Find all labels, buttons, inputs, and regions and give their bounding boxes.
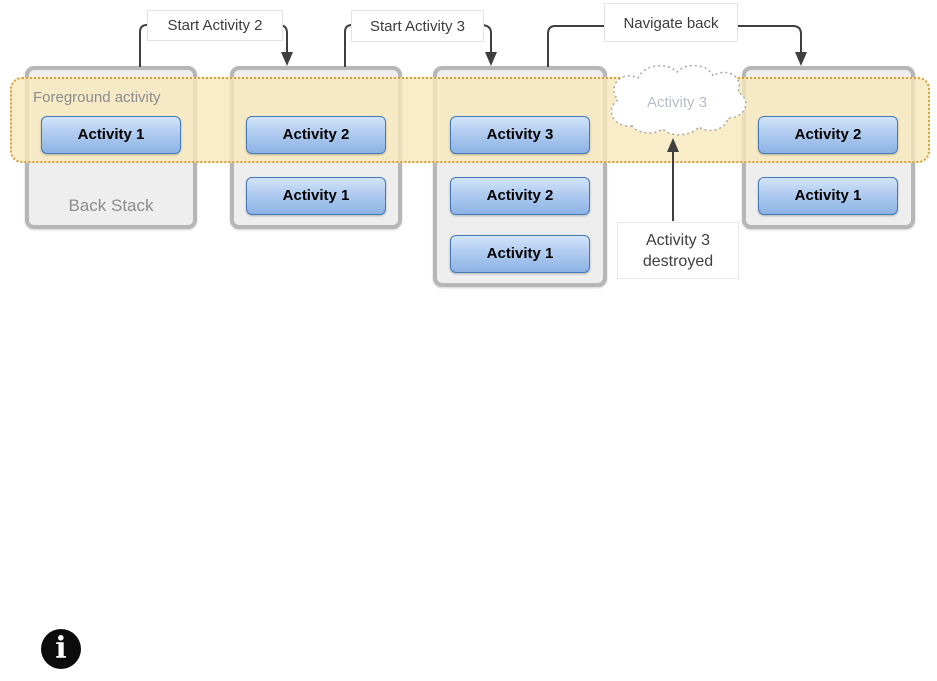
callout-navigate-back: Navigate back <box>604 3 738 42</box>
back-stack-label: Back Stack <box>68 196 154 215</box>
navigate-back-left-leg <box>547 25 604 67</box>
cloud-activity-label: Activity 3 <box>646 94 707 111</box>
activity-button: Activity 1 <box>450 235 590 273</box>
activity-button: Activity 2 <box>246 116 386 154</box>
arrowhead-to-stack-4 <box>795 52 807 66</box>
destroyed-note-line2: destroyed <box>642 253 714 270</box>
destroyed-note: Activity 3 destroyed <box>617 222 739 279</box>
activity-button: Activity 2 <box>758 116 898 154</box>
arrowhead-to-stack-3 <box>485 52 497 66</box>
foreground-activity-label: Foreground activity <box>33 89 161 106</box>
navigate-back-right-leg <box>738 25 802 53</box>
activity-button: Activity 1 <box>41 116 181 154</box>
activity-button: Activity 1 <box>758 177 898 215</box>
destroyed-note-line1: Activity 3 <box>645 232 710 249</box>
activity-button: Activity 3 <box>450 116 590 154</box>
arrowhead-to-stack-2 <box>281 52 293 66</box>
info-icon: i <box>41 629 81 669</box>
callout-start-activity-2: Start Activity 2 <box>147 10 283 41</box>
activity-button: Activity 2 <box>450 177 590 215</box>
callout-start-activity-3: Start Activity 3 <box>351 10 484 42</box>
activity-button: Activity 1 <box>246 177 386 215</box>
